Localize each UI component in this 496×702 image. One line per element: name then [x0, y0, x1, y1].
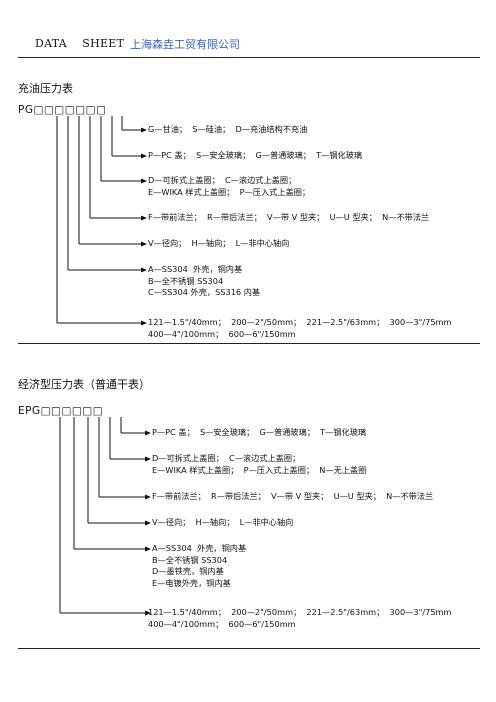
s2-option-line: P—PC 盖； S—安全玻璃； G—普通玻璃； T—钢化玻璃	[152, 427, 367, 437]
section1-title: 充油压力表	[18, 82, 73, 95]
s2-option-flange: F—带前法兰； R—带后法兰； V—带 V 型夹； U—U 型夹； N—不带法兰	[152, 491, 433, 503]
s2-option-bezel: D—可拆式上盖圈； C—滚边式上盖圈； E—WIKA 样式上盖圈； P—压入式上…	[152, 453, 366, 476]
s1-option-line: E—WIKA 样式上盖圈； P—压入式上盖圈；	[148, 186, 311, 197]
footer-divider	[18, 648, 480, 649]
s1-option-connection: V—径向； H—轴向； L—非中心轴向	[148, 238, 289, 250]
s1-option-line: P—PC 盖； S—安全玻璃； G—普通玻璃； T—钢化玻璃	[148, 150, 363, 160]
s1-option-line: B—全不锈钢 SS304	[148, 275, 224, 286]
s1-option-line: F—带前法兰； R—带后法兰； V—带 V 型夹； U—U 型夹； N—不带法兰	[148, 212, 430, 222]
s2-option-connection: V—径向； H—轴向； L—非中心轴向	[152, 517, 293, 529]
s1-option-line: D—可拆式上盖圈； C—滚边式上盖圈；	[148, 175, 297, 185]
company-name: 上海森垚工贸有限公司	[130, 38, 240, 51]
s2-option-line: D—墨铁壳，铜内基	[152, 566, 224, 576]
section2-model-code: EPG□□□□□□	[18, 405, 104, 417]
s1-option-bezel: D—可拆式上盖圈； C—滚边式上盖圈； E—WIKA 样式上盖圈； P—压入式上…	[148, 175, 310, 198]
s2-option-line: V—径向； H—轴向； L—非中心轴向	[152, 517, 294, 527]
s2-option-line: D—可拆式上盖圈； C—滚边式上盖圈；	[152, 453, 301, 463]
s1-option-size: 121—1.5"/40mm； 200—2"/50mm； 221—2.5"/63m…	[148, 317, 451, 340]
section1-model-code: PG□□□□□□□	[18, 104, 107, 116]
s2-option-line: F—带前法兰； R—带后法兰； V—带 V 型夹； U—U 型夹； N—不带法兰	[152, 491, 434, 501]
section2-title: 经济型压力表（普通干表）	[18, 378, 150, 391]
s2-option-size: 121—1.5"/40mm； 200—2"/50mm； 221—2.5"/63m…	[148, 607, 451, 630]
s2-option-line: E—WIKA 样式上盖圈； P—压入式上盖圈； N—无上盖圈	[152, 464, 367, 475]
s2-option-line: E—电镀外壳，铜内基	[152, 577, 231, 588]
s2-option-line: 121—1.5"/40mm； 200—2"/50mm； 221—2.5"/63m…	[148, 607, 452, 617]
s2-option-material: A—SS304 外壳，铜内基 B—全不锈钢 SS304 D—墨铁壳，铜内基 E—…	[152, 543, 246, 589]
s1-option-line: 400—4"/100mm； 600—6"/150mm	[148, 328, 296, 339]
s1-option-line: A—SS304 外壳，铜内基	[148, 264, 243, 274]
datasheet-label: DATA SHEET	[35, 37, 125, 50]
s1-option-line: 121—1.5"/40mm； 200—2"/50mm； 221—2.5"/63m…	[148, 317, 452, 327]
header-divider	[18, 57, 480, 58]
s1-option-line: G—甘油； S—硅油； D—充油结构不充油	[148, 124, 308, 134]
s2-option-line: 400—4"/100mm； 600—6"/150mm	[148, 618, 296, 629]
s2-option-window: P—PC 盖； S—安全玻璃； G—普通玻璃； T—钢化玻璃	[152, 427, 366, 439]
s1-option-fill-type: G—甘油； S—硅油； D—充油结构不充油	[148, 124, 307, 136]
s1-option-line: C—SS304 外壳，SS316 内基	[148, 287, 261, 297]
s1-option-line: V—径向； H—轴向； L—非中心轴向	[148, 238, 290, 248]
s1-option-flange: F—带前法兰； R—带后法兰； V—带 V 型夹； U—U 型夹； N—不带法兰	[148, 212, 429, 224]
s2-option-line: B—全不锈钢 SS304	[152, 554, 228, 565]
section-divider	[18, 343, 480, 344]
s2-option-line: A—SS304 外壳，铜内基	[152, 543, 247, 553]
s1-option-window: P—PC 盖； S—安全玻璃； G—普通玻璃； T—钢化玻璃	[148, 150, 362, 162]
s1-option-material: A—SS304 外壳，铜内基 B—全不锈钢 SS304 C—SS304 外壳，S…	[148, 264, 260, 299]
